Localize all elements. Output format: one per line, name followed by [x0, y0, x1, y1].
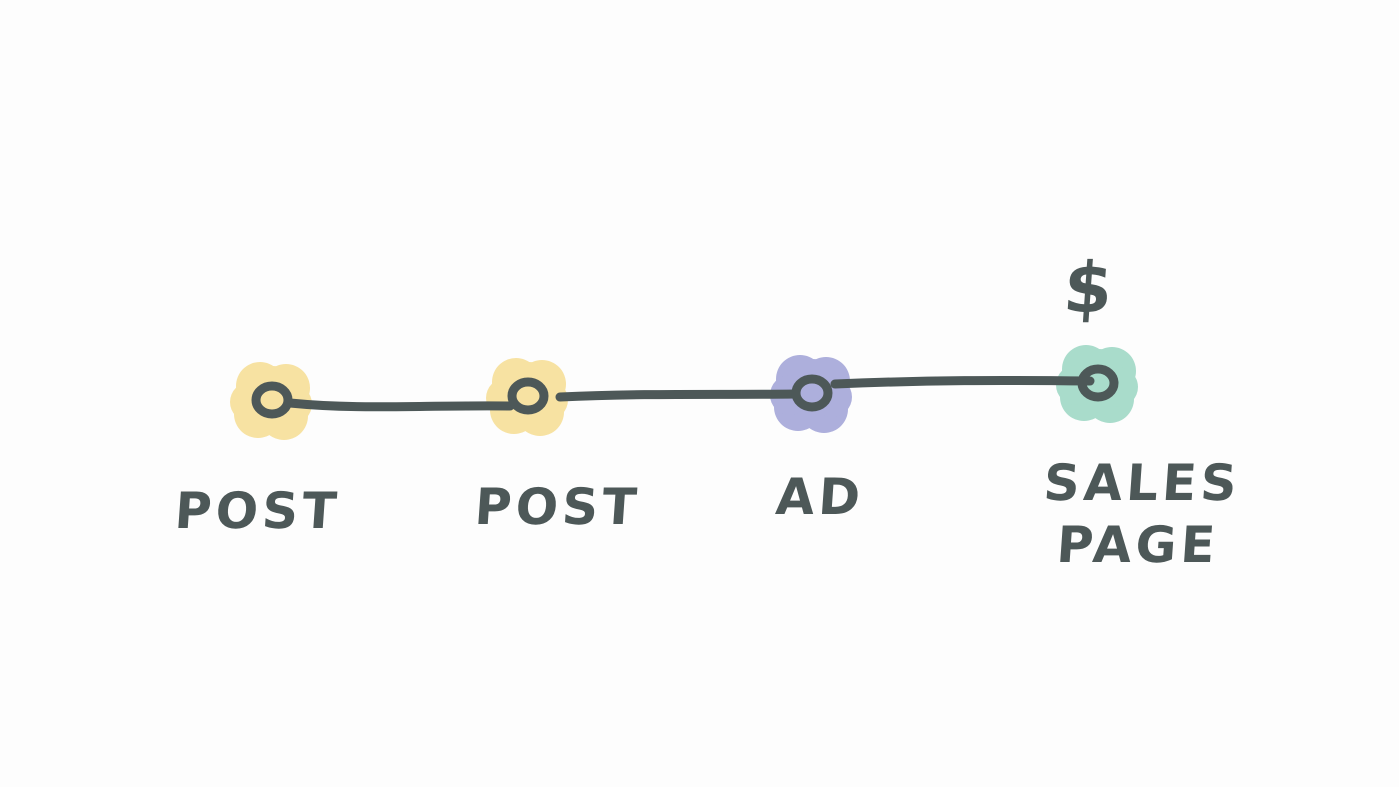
node-label-ad: AD: [773, 468, 867, 526]
connector-line: [285, 375, 1095, 412]
node-label-post-2: POST: [472, 478, 643, 536]
node-label-post-1: POST: [172, 482, 343, 540]
node-circle: [251, 381, 293, 419]
node-circle: [791, 374, 833, 412]
node-circle: [1077, 364, 1119, 402]
node-label-sales-page: SALES PAGE: [1041, 454, 1243, 574]
node-highlight-post: [230, 362, 312, 440]
dollar-icon: $: [1060, 247, 1120, 329]
node-circle: [507, 377, 549, 415]
